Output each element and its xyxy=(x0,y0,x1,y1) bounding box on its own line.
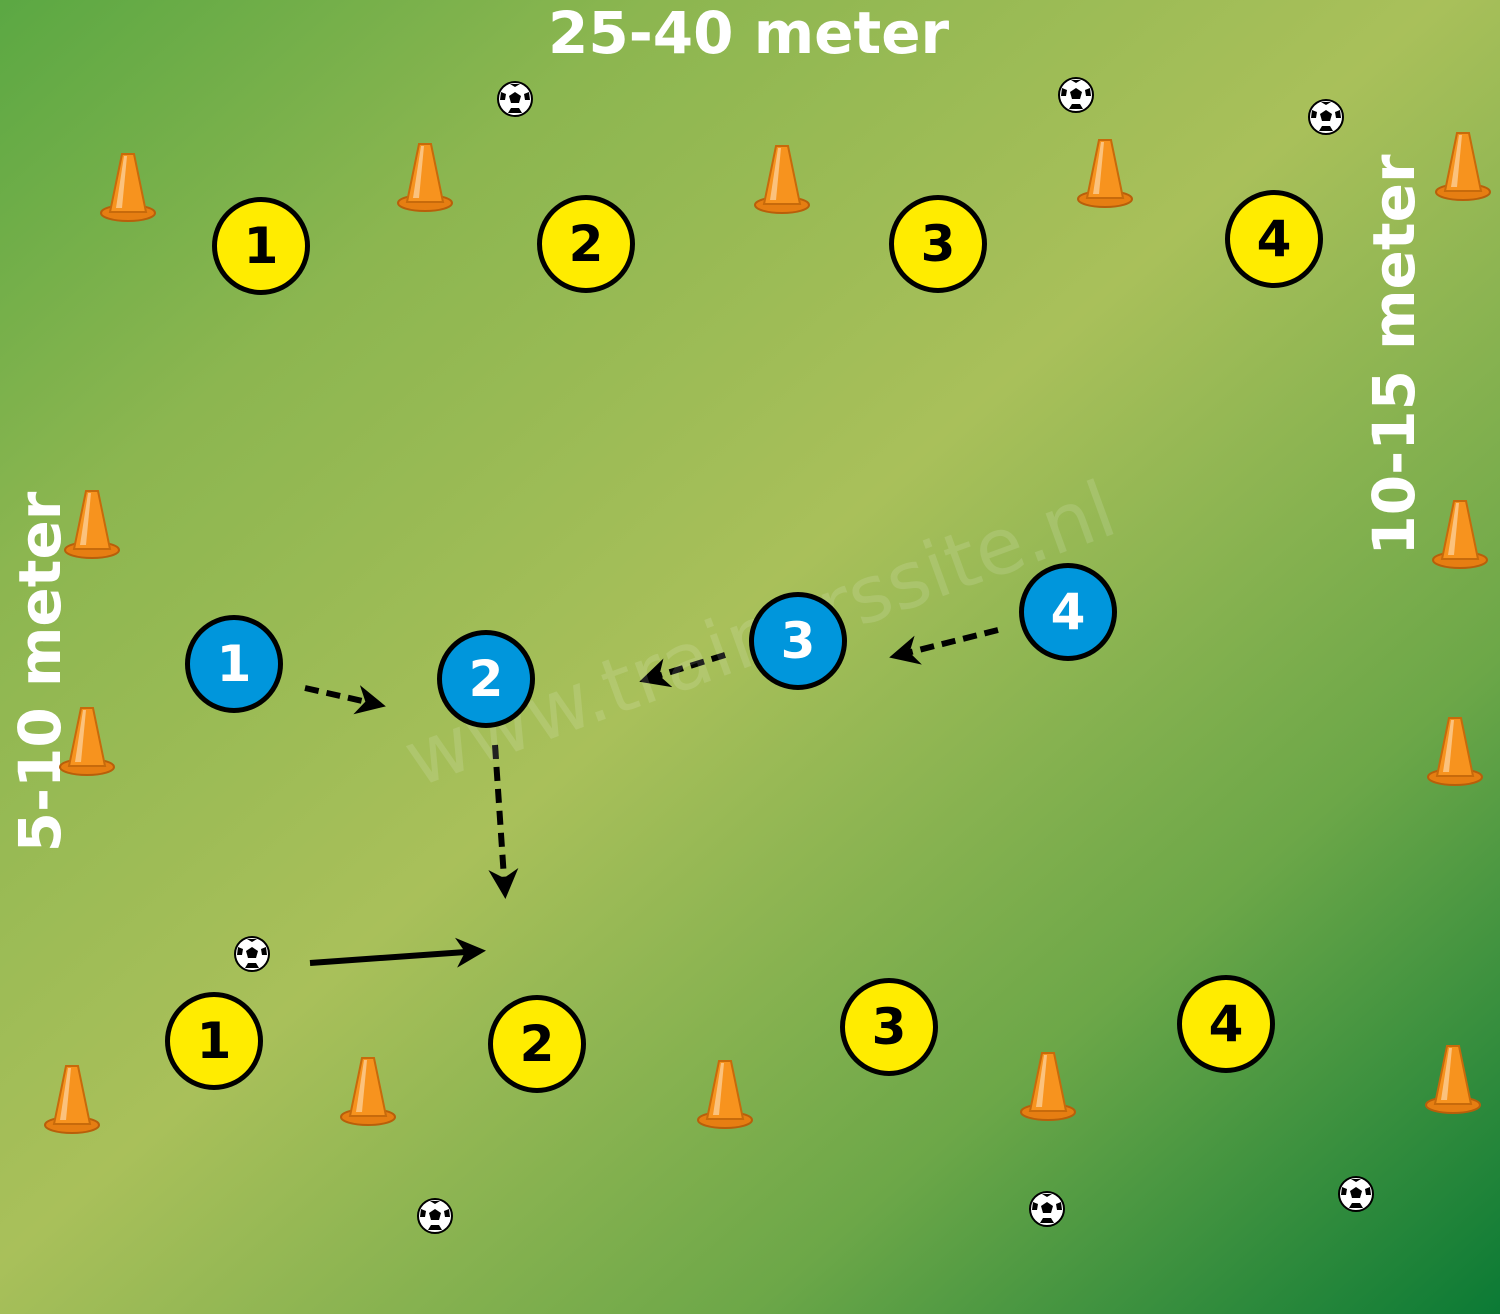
field-width-label: 25-40 meter xyxy=(548,0,950,67)
cone-icon xyxy=(1425,1045,1481,1114)
player-yellow-bottom-4: 4 xyxy=(1177,975,1275,1073)
run-arrow-blue-1 xyxy=(304,685,386,715)
player-yellow-top-1: 1 xyxy=(212,197,310,295)
player-yellow-bottom-1: 1 xyxy=(165,992,263,1090)
cone-icon xyxy=(340,1057,396,1126)
soccer-ball-icon xyxy=(234,936,270,972)
cone-icon xyxy=(100,153,156,222)
run-arrow-blue-2 xyxy=(488,744,519,899)
cone-icon xyxy=(64,490,120,559)
field-length-label: 10-15 meter xyxy=(1360,154,1428,556)
cone-icon xyxy=(1077,139,1133,208)
cone-icon xyxy=(59,707,115,776)
cone-icon xyxy=(1432,500,1488,569)
run-arrow-blue-4 xyxy=(889,627,999,665)
soccer-ball-icon xyxy=(417,1198,453,1234)
soccer-ball-icon xyxy=(1058,77,1094,113)
player-yellow-top-3: 3 xyxy=(889,195,987,293)
player-yellow-bottom-3: 3 xyxy=(840,978,938,1076)
pass-arrow xyxy=(309,937,486,968)
zone-depth-label: 5-10 meter xyxy=(6,491,74,853)
player-blue-2: 2 xyxy=(437,630,535,728)
cone-icon xyxy=(754,145,810,214)
player-blue-1: 1 xyxy=(185,615,283,713)
cone-icon xyxy=(397,143,453,212)
run-arrow-blue-3 xyxy=(639,652,726,688)
cone-icon xyxy=(1427,717,1483,786)
cone-icon xyxy=(1435,132,1491,201)
player-blue-4: 4 xyxy=(1019,563,1117,661)
player-yellow-top-2: 2 xyxy=(537,195,635,293)
cone-icon xyxy=(697,1060,753,1129)
cone-icon xyxy=(44,1065,100,1134)
soccer-ball-icon xyxy=(1029,1191,1065,1227)
cone-icon xyxy=(1020,1052,1076,1121)
player-yellow-bottom-2: 2 xyxy=(488,995,586,1093)
player-blue-3: 3 xyxy=(749,592,847,690)
soccer-ball-icon xyxy=(1338,1176,1374,1212)
player-yellow-top-4: 4 xyxy=(1225,190,1323,288)
soccer-ball-icon xyxy=(497,81,533,117)
soccer-ball-icon xyxy=(1308,99,1344,135)
